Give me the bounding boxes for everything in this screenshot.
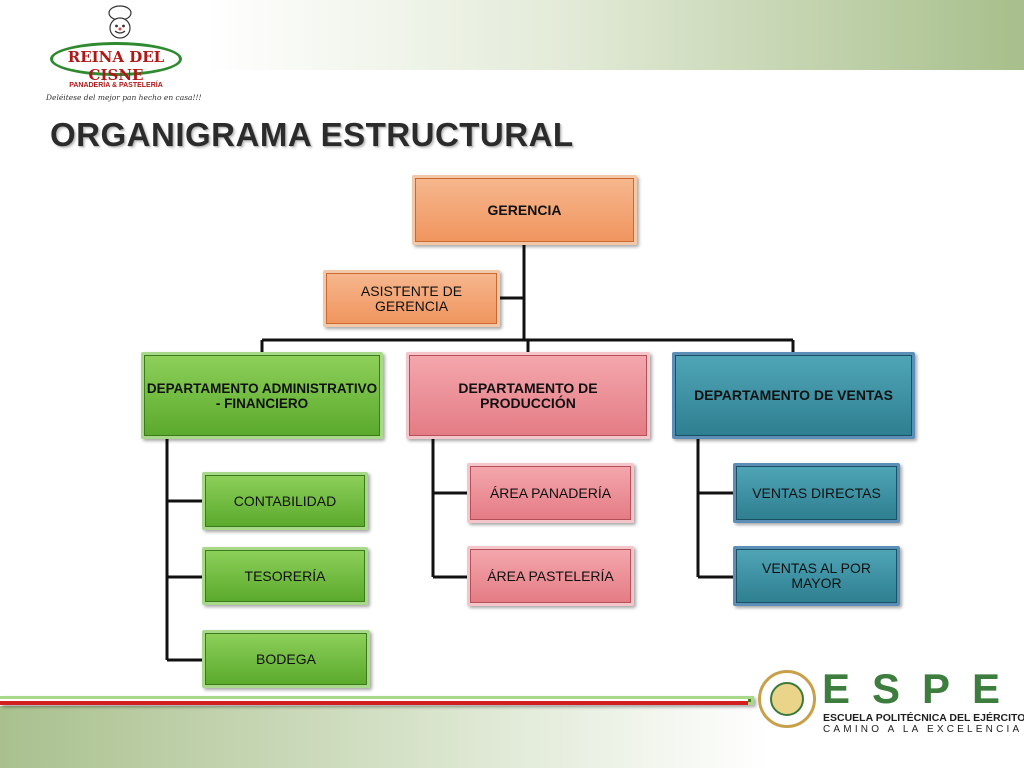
node-gerencia: GERENCIA xyxy=(412,175,637,245)
node-ventas-por-mayor: VENTAS AL POR MAYOR xyxy=(733,546,900,606)
node-dept-ventas: DEPARTAMENTO DE VENTAS xyxy=(672,352,915,439)
logo-name: REINA DEL CISNE xyxy=(67,48,165,84)
node-contabilidad: CONTABILIDAD xyxy=(202,472,368,530)
espe-motto: CAMINO A LA EXCELENCIA xyxy=(823,724,1023,735)
footer-band xyxy=(0,706,1024,768)
footer-stripe-red xyxy=(0,701,748,705)
reina-del-cisne-logo: REINA DEL CISNE PANADERÍA & PASTELERÍA D… xyxy=(42,4,202,104)
node-dept-produccion: DEPARTAMENTO DE PRODUCCIÓN xyxy=(406,352,650,439)
logo-subtitle: PANADERÍA & PASTELERÍA xyxy=(69,82,163,89)
page-title: ORGANIGRAMA ESTRUCTURAL xyxy=(50,116,574,153)
chef-mascot-icon xyxy=(108,5,132,39)
node-asistente-gerencia: ASISTENTE DE GERENCIA xyxy=(323,270,500,327)
footer-stripe-white xyxy=(0,699,748,701)
espe-logo: ESPE ESCUELA POLITÉCNICA DEL EJÉRCITO CA… xyxy=(752,666,1024,738)
logo-ellipse xyxy=(50,42,182,76)
espe-seal-icon xyxy=(758,670,816,728)
logo-tagline: Deléitese del mejor pan hecho en casa!!! xyxy=(46,93,202,102)
espe-acronym: ESPE xyxy=(822,665,1023,712)
node-ventas-directas: VENTAS DIRECTAS xyxy=(733,463,900,523)
node-area-panaderia: ÁREA PANADERÍA xyxy=(467,463,634,523)
node-tesoreria: TESORERÍA xyxy=(202,547,368,605)
node-bodega: BODEGA xyxy=(202,630,370,688)
espe-name: ESCUELA POLITÉCNICA DEL EJÉRCITO xyxy=(823,712,1024,724)
node-dept-administrativo: DEPARTAMENTO ADMINISTRATIVO - FINANCIERO xyxy=(141,352,383,439)
node-area-pasteleria: ÁREA PASTELERÍA xyxy=(467,546,634,606)
